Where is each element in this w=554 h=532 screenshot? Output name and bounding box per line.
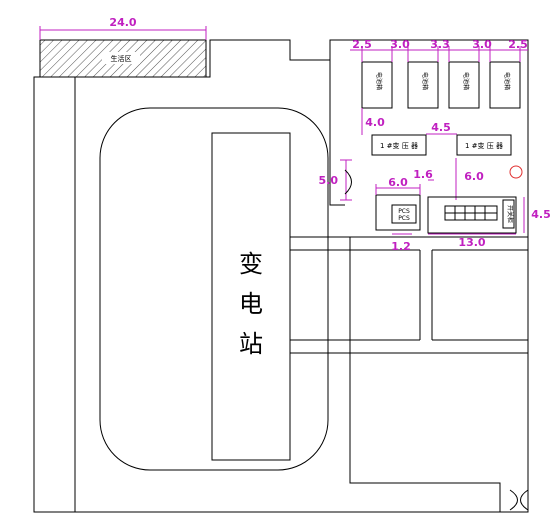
transformer-2 xyxy=(456,134,512,156)
pcs-cabinet xyxy=(391,204,417,224)
dim-4-5-right: 4.5 xyxy=(531,208,551,221)
battery-container-2 xyxy=(407,61,439,109)
battery-container-4 xyxy=(489,61,521,109)
battery-label-2: 电池箱 xyxy=(421,72,429,90)
pcs-enclosure xyxy=(375,194,421,231)
transformer-1 xyxy=(371,134,427,156)
gate-symbol xyxy=(509,489,529,511)
dim-4-0: 4.0 xyxy=(365,116,385,129)
dim-3-3: 3.3 xyxy=(430,38,450,51)
living-area-label: 生活区 xyxy=(111,54,132,63)
transformer-label-1: 1 #变 压 器 xyxy=(380,141,418,150)
marker-circle xyxy=(509,165,523,179)
dim-13-0: 13.0 xyxy=(458,236,485,249)
dim-3-0-b: 3.0 xyxy=(472,38,492,51)
dim-24: 24.0 xyxy=(109,16,136,29)
battery-container-3 xyxy=(448,61,480,109)
site-boundary xyxy=(33,39,529,513)
battery-container-1 xyxy=(361,61,393,109)
dim-4-5-top: 4.5 xyxy=(431,121,451,134)
substation-building xyxy=(211,132,291,461)
dim-1-6: 1.6 xyxy=(413,168,433,181)
battery-label-1: 电池箱 xyxy=(375,72,383,90)
battery-label-4: 电池箱 xyxy=(503,72,511,90)
switch-cabinet xyxy=(502,199,515,229)
substation-char-3: 站 xyxy=(239,330,263,358)
dim-1-2: 1.2 xyxy=(391,240,411,253)
switch-cabinet-label: 开关柜 xyxy=(506,205,514,223)
substation-char-1: 变 xyxy=(239,250,263,278)
pcs-label-1: PCS xyxy=(398,208,410,215)
switchgear-enclosure xyxy=(427,196,517,234)
dim-2-5-left: 2.5 xyxy=(352,38,372,51)
dim-5-0: 5.0 xyxy=(319,174,339,187)
road-loop-outer xyxy=(99,107,329,471)
dim-6-0-vertical: 6.0 xyxy=(464,170,484,183)
pcs-label-2: PCS xyxy=(398,215,410,222)
substation-char-2: 电 xyxy=(239,290,263,318)
dim-6-0-pcs: 6.0 xyxy=(388,176,408,189)
dim-3-0-a: 3.0 xyxy=(390,38,410,51)
dim-2-5-right: 2.5 xyxy=(508,38,528,51)
battery-label-3: 电池箱 xyxy=(462,72,470,90)
transformer-label-2: 1 #变 压 器 xyxy=(465,141,503,150)
